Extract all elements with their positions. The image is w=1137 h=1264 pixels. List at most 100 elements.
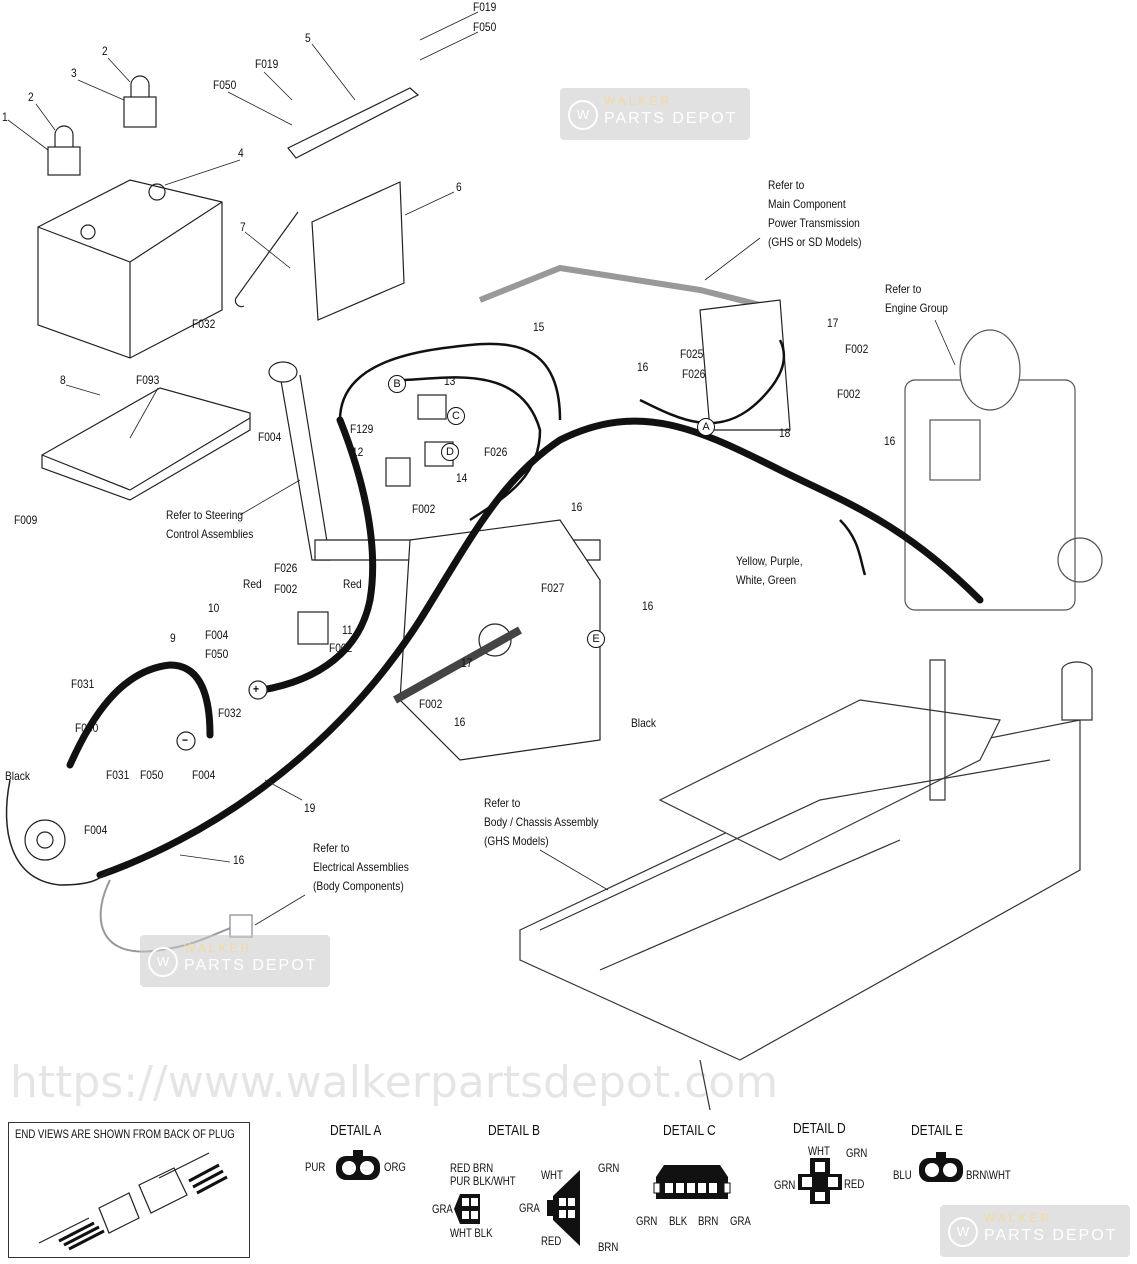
callout: 1: [2, 110, 8, 124]
wire-color-label: Black: [5, 769, 30, 783]
detail-marker-c: C: [447, 407, 465, 425]
main-harness: [96, 417, 984, 879]
fastener-code: F004: [192, 768, 216, 782]
battery-cover: [311, 181, 405, 321]
fastener-code: F002: [412, 502, 436, 516]
detail-marker-b: B: [388, 375, 406, 393]
badge-bottom: PARTS DEPOT: [184, 957, 318, 974]
hold-down-strap: [287, 87, 420, 159]
walker-logo-icon: W: [148, 947, 178, 977]
fastener-code: F031: [71, 677, 95, 691]
detail-c-label: BRN: [698, 1214, 719, 1228]
detail-e-connector-icon: [919, 1152, 963, 1182]
callout: 18: [779, 426, 791, 440]
callout: 16: [571, 500, 583, 514]
detail-marker-d: D: [441, 443, 459, 461]
detail-b-label: WHT BLK: [450, 1226, 493, 1240]
battery: [37, 179, 223, 359]
chassis-frame: [519, 659, 1093, 1111]
fastener-code: F025: [680, 347, 704, 361]
fastener-code: F050: [75, 721, 99, 735]
callout: 11: [342, 623, 353, 637]
detail-c-label: BLK: [669, 1214, 688, 1228]
legend-caption: END VIEWS ARE SHOWN FROM BACK OF PLUG: [15, 1127, 235, 1141]
wire-color-label: Red: [343, 577, 362, 591]
callout: 2: [102, 44, 108, 58]
detail-marker-a: A: [697, 418, 715, 436]
callout: 9: [170, 631, 176, 645]
detail-b-label: WHT: [541, 1168, 563, 1182]
detail-d-label: WHT: [808, 1144, 830, 1158]
fastener-code: F019: [255, 57, 279, 71]
detail-b-label: BRN: [598, 1240, 619, 1254]
watermark-badge: W WALKER PARTS DEPOT: [140, 935, 330, 987]
detail-b-label: RED: [541, 1234, 562, 1248]
callout: 17: [827, 316, 839, 330]
note-wire-colors: Yellow, Purple,White, Green: [736, 554, 803, 587]
detail-c-label: GRN: [636, 1214, 658, 1228]
detail-b-connector-small-icon: [454, 1194, 480, 1224]
callout: 6: [456, 180, 462, 194]
fastener-code: F019: [473, 0, 497, 14]
callout: 16: [642, 599, 654, 613]
badge-top: WALKER: [184, 941, 253, 955]
fastener-code: F050: [205, 647, 229, 661]
fastener-code: F093: [136, 373, 160, 387]
fastener-code: F050: [140, 768, 164, 782]
callout: 13: [444, 374, 456, 388]
detail-a-left: PUR: [305, 1160, 326, 1174]
detail-e-title: DETAIL E: [911, 1122, 964, 1139]
detail-a-right: ORG: [384, 1160, 406, 1174]
detail-d-label: GRN: [774, 1178, 796, 1192]
detail-b-label: PUR BLK/WHT: [450, 1174, 516, 1188]
callout: 16: [233, 853, 245, 867]
callout: 16: [884, 434, 896, 448]
callout: 14: [456, 471, 468, 485]
walker-logo-icon: W: [568, 100, 598, 130]
padlock-2: [123, 75, 157, 128]
callout: 3: [71, 66, 77, 80]
positive-terminal-icon: +: [253, 682, 259, 696]
detail-b-label: GRN: [598, 1161, 620, 1175]
battery-cable-positive: [258, 416, 377, 694]
detail-b-label: GRA: [519, 1201, 540, 1215]
fastener-code: F002: [329, 641, 353, 655]
wire-color-label: Black: [631, 716, 656, 730]
fastener-code: F050: [473, 20, 497, 34]
detail-e-right: BRN\WHT: [966, 1168, 1011, 1182]
fastener-code: F129: [350, 422, 374, 436]
callout: 2: [28, 90, 34, 104]
plug-view-legend: END VIEWS ARE SHOWN FROM BACK OF PLUG: [8, 1122, 250, 1258]
callout: 15: [533, 320, 545, 334]
callout: 16: [454, 715, 466, 729]
detail-d-connector-icon: [798, 1158, 842, 1204]
badge-top: WALKER: [604, 94, 673, 108]
detail-d-label: RED: [844, 1177, 865, 1191]
callout: 12: [352, 445, 364, 459]
fastener-code: F027: [541, 581, 565, 595]
fastener-code: F002: [845, 342, 869, 356]
key-switch: [24, 819, 66, 861]
fastener-code: F026: [484, 445, 508, 459]
fastener-code: F009: [14, 513, 38, 527]
battery-tray: [41, 387, 251, 501]
callout: 4: [238, 146, 244, 160]
detail-d-title: DETAIL D: [793, 1120, 846, 1137]
battery-cable-negative: [66, 661, 214, 769]
plug-illustration-icon: [38, 1152, 228, 1251]
detail-marker-e: E: [587, 630, 605, 648]
badge-bottom: PARTS DEPOT: [984, 1227, 1118, 1244]
fastener-code: F026: [274, 561, 298, 575]
fastener-code: F032: [218, 706, 242, 720]
walker-logo-icon: W: [948, 1217, 978, 1247]
detail-c-title: DETAIL C: [663, 1122, 716, 1139]
detail-b-label: GRA: [432, 1202, 453, 1216]
fastener-code: F002: [419, 697, 443, 711]
fastener-code: F050: [213, 78, 237, 92]
